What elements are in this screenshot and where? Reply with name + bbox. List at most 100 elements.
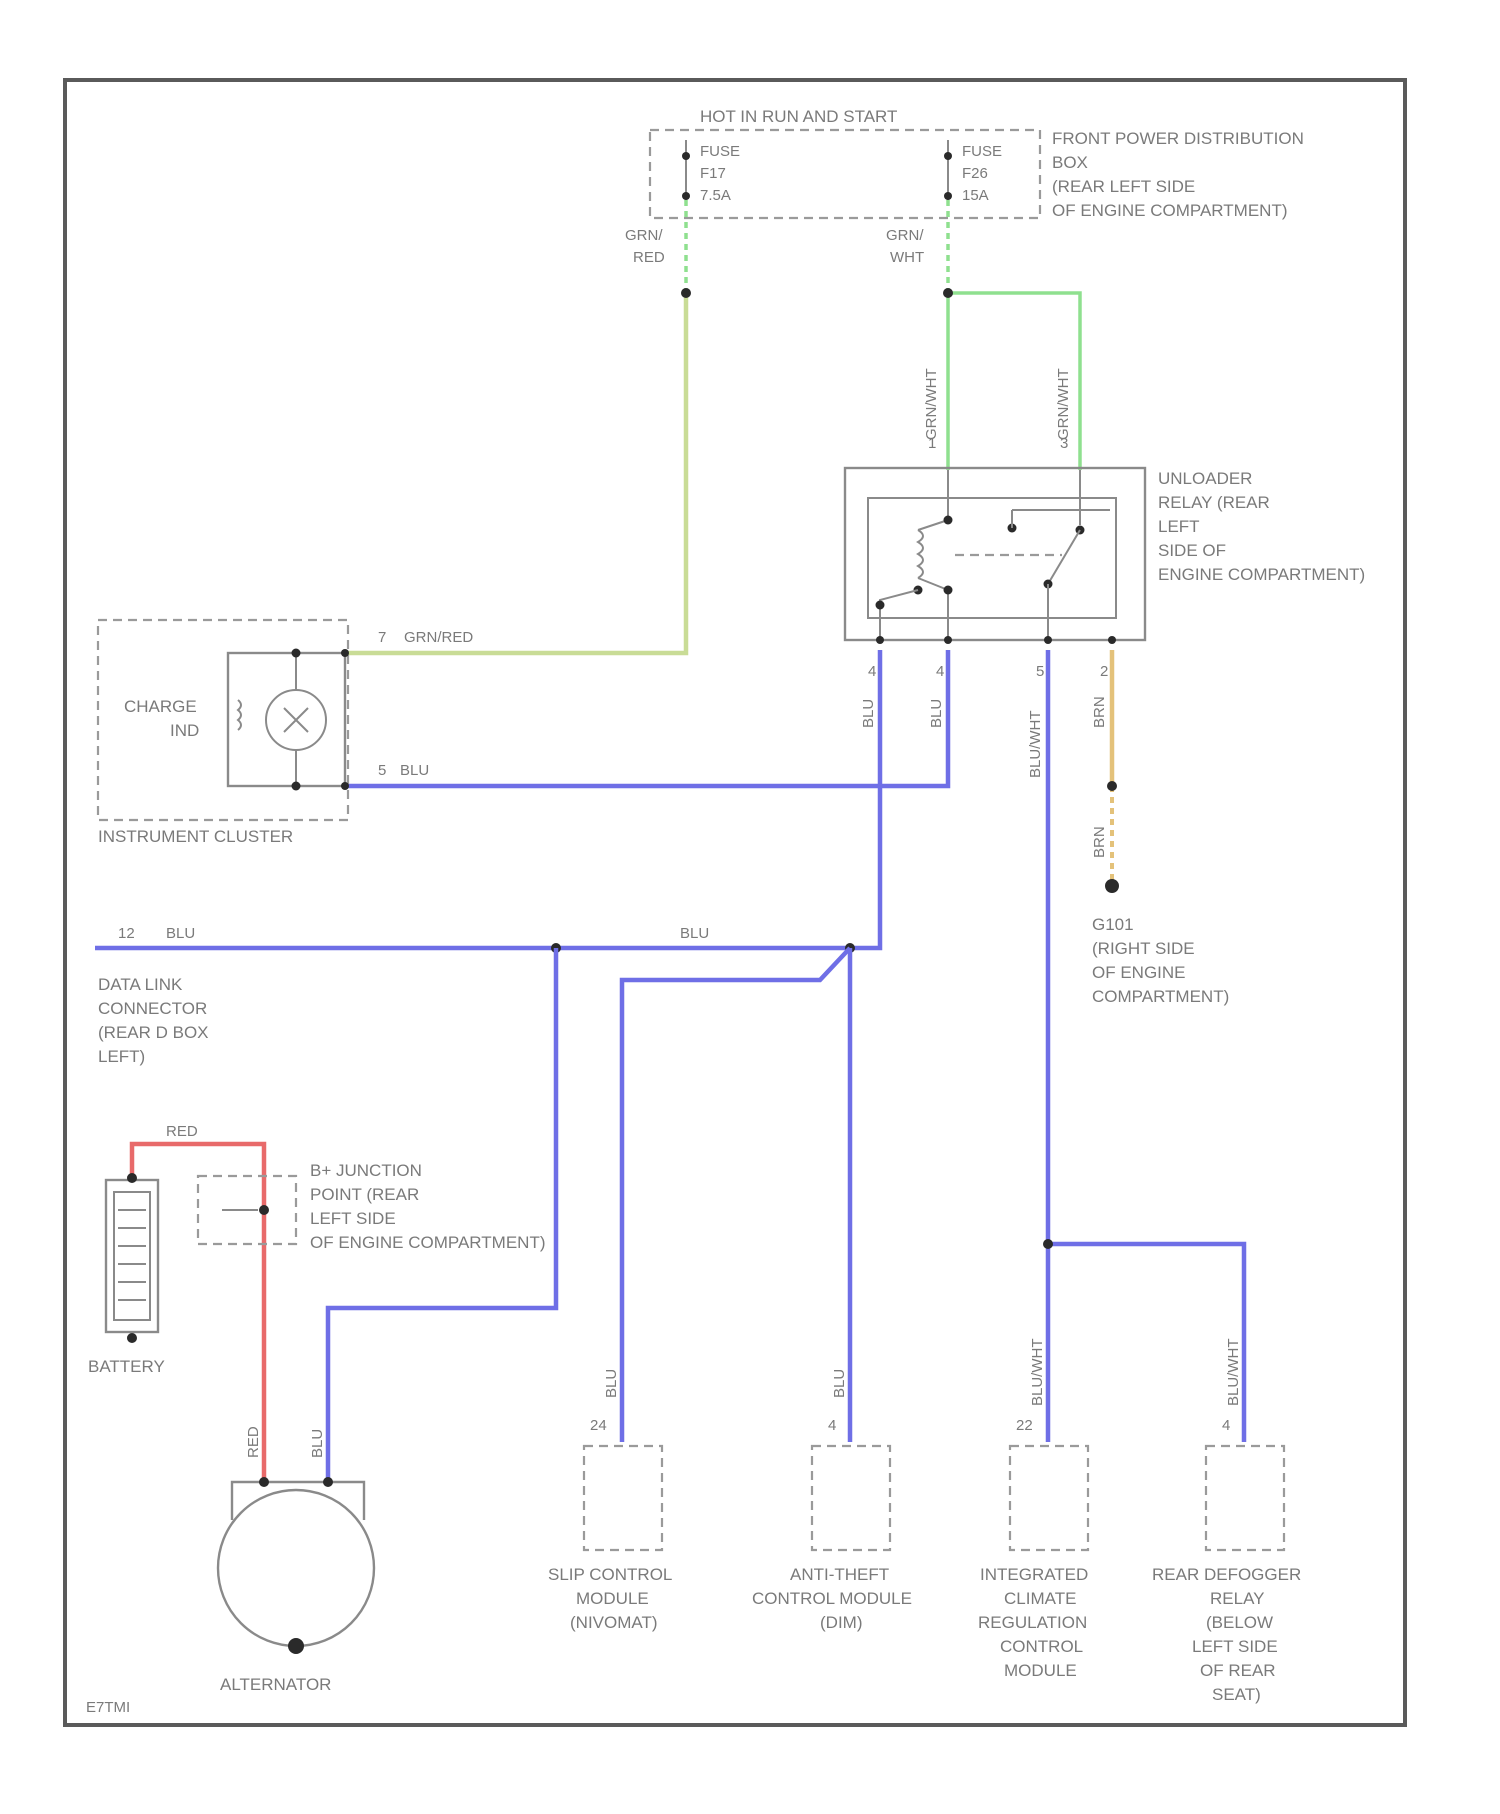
relay-name-3: LEFT: [1158, 517, 1200, 536]
module-climate-name-5: MODULE: [1004, 1661, 1077, 1680]
fuse-a-line-2: F17: [700, 165, 726, 182]
alternator-terminal-a: [259, 1477, 269, 1487]
relay-coil-node-top: [944, 516, 953, 525]
cluster-node-bottom: [292, 782, 301, 791]
fuse-a-line-1: FUSE: [700, 143, 740, 160]
module-defogger-name-2: RELAY: [1210, 1589, 1265, 1608]
module-climate-control: BLU/WHT 22 INTEGRATED CLIMATE REGULATION…: [978, 1339, 1088, 1681]
dlc-name-3: (REAR D BOX: [98, 1023, 209, 1042]
cluster-pin5-terminal: [341, 782, 349, 790]
relay-pin-bottom-4: 2: [1100, 663, 1108, 680]
relay-diode-node: [876, 601, 885, 610]
fuse-b-top-terminal: [944, 152, 952, 160]
module-climate-wire: BLU/WHT: [1029, 1339, 1046, 1407]
module-rear-defogger-relay: BLU/WHT 4 REAR DEFOGGER RELAY (BELOW LEF…: [1152, 1339, 1301, 1705]
relay-bottom-terminal-1: [876, 636, 884, 644]
module-climate-name-3: REGULATION: [978, 1613, 1087, 1632]
relay-coil-winding: [918, 530, 923, 578]
module-climate-name-1: INTEGRATED: [980, 1565, 1088, 1584]
module-slip-name-1: SLIP CONTROL: [548, 1565, 672, 1584]
splice-brn: [1107, 781, 1117, 791]
fuse-box-location-2: BOX: [1052, 153, 1088, 172]
battery-positive-terminal: [127, 1173, 137, 1183]
fuse-box-location-3: (REAR LEFT SIDE: [1052, 177, 1195, 196]
fuse-a-wire-label-2: RED: [633, 249, 665, 266]
module-antitheft-name-1: ANTI-THEFT: [790, 1565, 889, 1584]
cluster-pin7: 7: [378, 629, 386, 646]
ground-g101-point: [1105, 879, 1119, 893]
battery: BATTERY: [88, 1173, 165, 1376]
cluster-outline: [98, 620, 348, 820]
b-plus-junction: B+ JUNCTION POINT (REAR LEFT SIDE OF ENG…: [198, 1161, 546, 1252]
junction-name-2: POINT (REAR: [310, 1185, 419, 1204]
battery-negative-terminal: [127, 1333, 137, 1343]
module-slip-control: BLU 24 SLIP CONTROL MODULE (NIVOMAT): [548, 1369, 672, 1632]
lamp-filament-icon: [284, 708, 308, 732]
relay-top-left-wire-label: GRN/WHT: [923, 368, 940, 440]
wire-blu-relay-to-cluster: [345, 650, 948, 786]
module-climate-name-2: CLIMATE: [1004, 1589, 1076, 1608]
relay-name-4: SIDE OF: [1158, 541, 1226, 560]
relay-name-5: ENGINE COMPARTMENT): [1158, 565, 1365, 584]
unloader-relay: UNLOADER RELAY (REAR LEFT SIDE OF ENGINE…: [845, 468, 1365, 644]
module-antitheft-outline: [812, 1446, 890, 1550]
cluster-pin7-terminal: [341, 649, 349, 657]
cluster-wire5: BLU: [400, 762, 429, 779]
junction-name-3: LEFT SIDE: [310, 1209, 396, 1228]
alternator-terminal-b: [323, 1477, 333, 1487]
fuse-b-wire-label-1: GRN/: [886, 227, 924, 244]
relay-switch-blade: [1048, 530, 1080, 584]
alternator-name: ALTERNATOR: [220, 1675, 331, 1694]
cluster-node-top: [292, 649, 301, 658]
relay-pin-top-left: 1: [928, 435, 936, 452]
fuse-a-line-3: 7.5A: [700, 187, 731, 204]
cluster-pin5: 5: [378, 762, 386, 779]
relay-bottom-wire-label-2: BLU: [928, 699, 945, 728]
fuse-box: HOT IN RUN AND START FUSE F17 7.5A FUSE …: [650, 107, 1304, 220]
battery-name: BATTERY: [88, 1357, 165, 1376]
relay-pin-bottom-3: 5: [1036, 663, 1044, 680]
ground-name-2: (RIGHT SIDE: [1092, 939, 1195, 958]
cluster-wire7: GRN/RED: [404, 629, 473, 646]
junction-terminal: [259, 1205, 269, 1215]
module-slip-wire: BLU: [603, 1369, 620, 1398]
wire-grn-red-to-cluster: [345, 293, 686, 653]
module-slip-pin: 24: [590, 1417, 607, 1434]
relay-bottom-wire-label-4: BRN: [1091, 696, 1108, 728]
fuse-box-header: HOT IN RUN AND START: [700, 107, 897, 126]
module-defogger-outline: [1206, 1446, 1284, 1550]
ground-name-1: G101: [1092, 915, 1134, 934]
module-climate-outline: [1010, 1446, 1088, 1550]
wire-blu-relay-pin4-to-splice: [850, 650, 880, 948]
module-climate-name-4: CONTROL: [1000, 1637, 1083, 1656]
alternator-ground-terminal: [288, 1638, 304, 1654]
alternator-wire-b: BLU: [309, 1429, 326, 1458]
relay-bottom-terminal-4: [1108, 636, 1116, 644]
charge-indicator-box: [228, 653, 345, 786]
fuse-b-line-1: FUSE: [962, 143, 1002, 160]
ground-name-3: OF ENGINE: [1092, 963, 1186, 982]
module-antitheft-name-3: (DIM): [820, 1613, 862, 1632]
relay-coil-node-bottom: [944, 586, 953, 595]
relay-name-1: UNLOADER: [1158, 469, 1252, 488]
module-defogger-pin: 4: [1222, 1417, 1230, 1434]
cluster-indicator-1: CHARGE: [124, 697, 197, 716]
cluster-name: INSTRUMENT CLUSTER: [98, 827, 293, 846]
dlc-name-1: DATA LINK: [98, 975, 183, 994]
alternator-housing: [232, 1482, 364, 1520]
relay-diode-lead: [880, 590, 918, 640]
cluster-indicator-2: IND: [170, 721, 199, 740]
fuse-a-top-terminal: [682, 152, 690, 160]
relay-bottom-wire-label-1: BLU: [860, 699, 877, 728]
relay-bottom-terminal-2: [944, 636, 952, 644]
cluster-resistor: [238, 700, 241, 730]
relay-pin-bottom-2: 4: [936, 663, 944, 680]
battery-plates: [118, 1210, 146, 1300]
wire-blu-wht-to-defogger: [1048, 1244, 1244, 1442]
module-antitheft-wire: BLU: [831, 1369, 848, 1398]
fuse-box-location-4: OF ENGINE COMPARTMENT): [1052, 201, 1288, 220]
footer-code: E7TMI: [86, 1699, 130, 1716]
module-antitheft-pin: 4: [828, 1417, 836, 1434]
junction-name-1: B+ JUNCTION: [310, 1161, 422, 1180]
